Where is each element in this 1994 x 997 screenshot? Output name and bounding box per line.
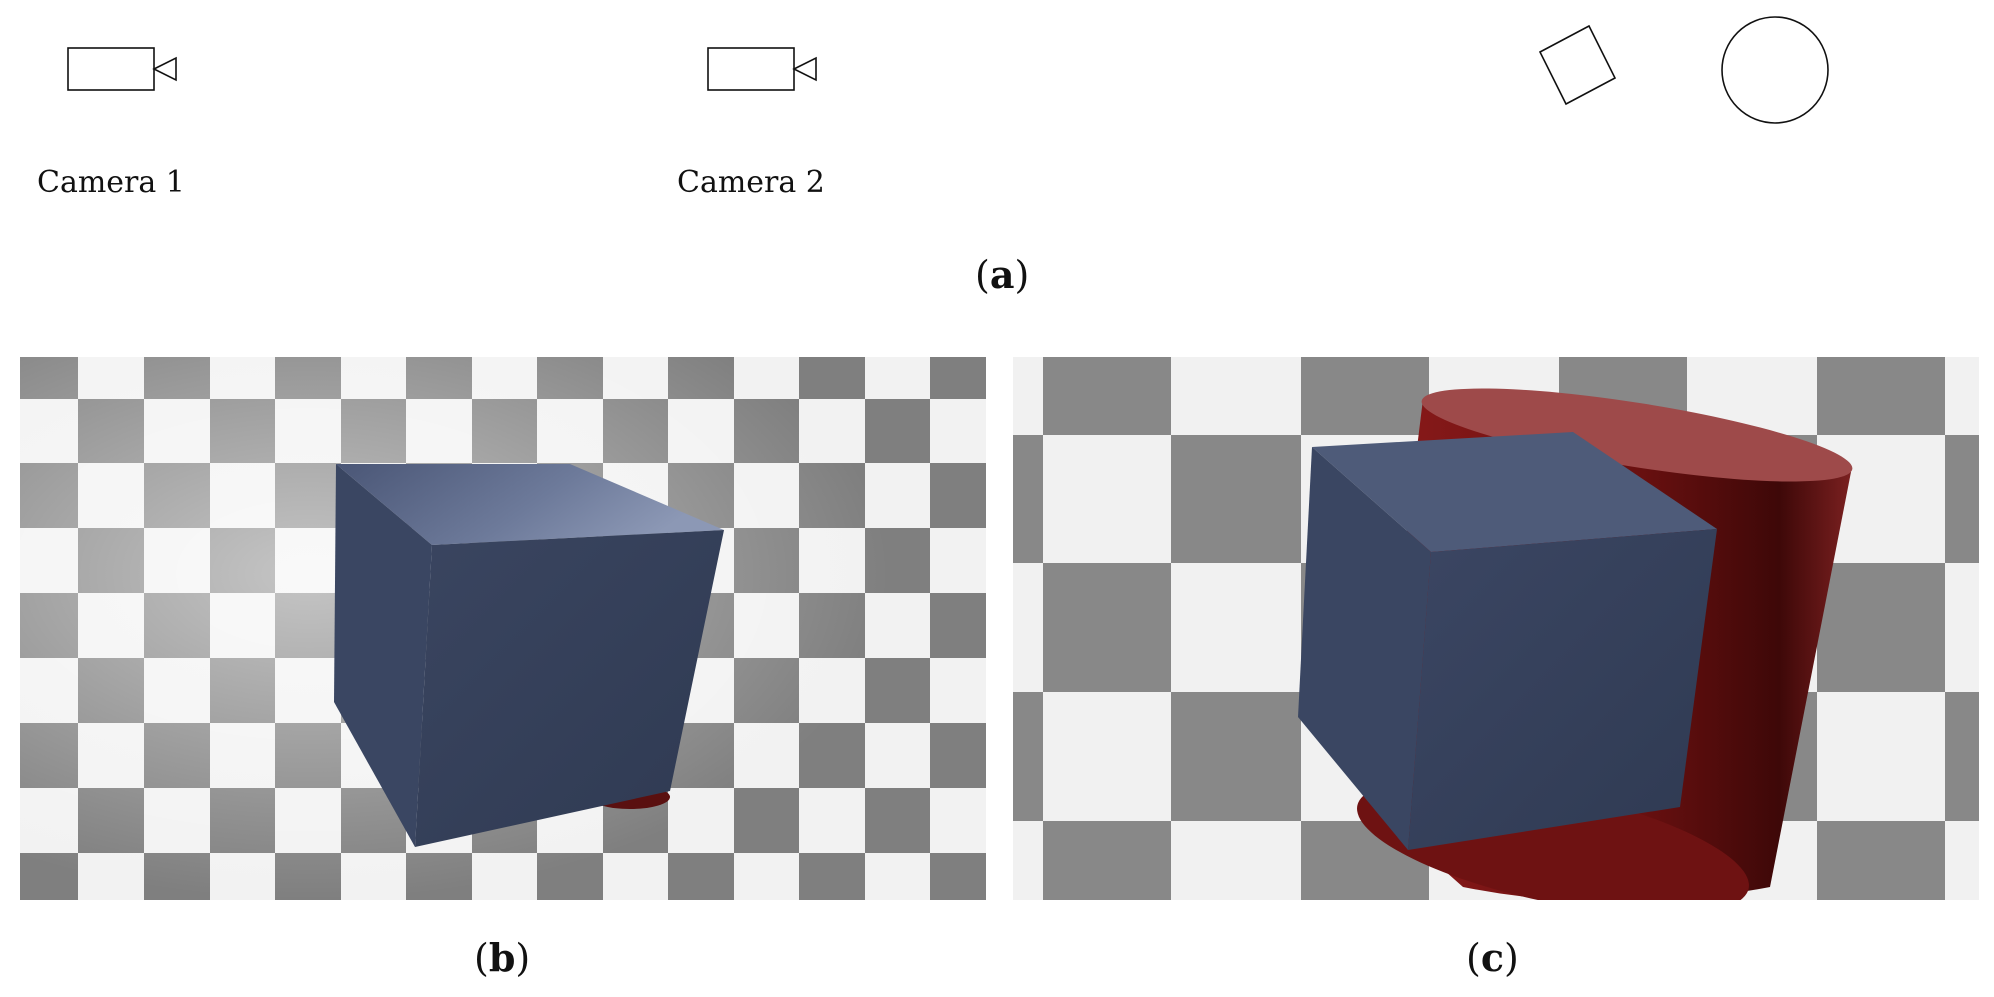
caption-b-letter: b — [488, 935, 516, 980]
panel-b-render — [20, 357, 986, 900]
camera-1-icon — [67, 47, 177, 91]
blue-cube — [1298, 432, 1717, 850]
caption-c: (c) — [1466, 935, 1519, 980]
camera-1-scene — [20, 357, 986, 900]
blue-cube — [334, 464, 724, 847]
panel-c-render — [1013, 357, 1979, 900]
camera-1-label: Camera 1 — [37, 165, 185, 200]
circle-icon — [1721, 16, 1829, 124]
caption-c-letter: c — [1480, 935, 1504, 980]
caption-a-letter: a — [989, 252, 1015, 297]
camera-2-label: Camera 2 — [677, 165, 825, 200]
panel-a: Camera 1 Camera 2 (a) — [0, 0, 1994, 310]
rotated-square-icon — [1538, 24, 1617, 106]
caption-a: (a) — [975, 252, 1030, 297]
caption-b: (b) — [474, 935, 531, 980]
camera-2-scene — [1013, 357, 1979, 900]
camera-2-icon — [707, 47, 817, 91]
